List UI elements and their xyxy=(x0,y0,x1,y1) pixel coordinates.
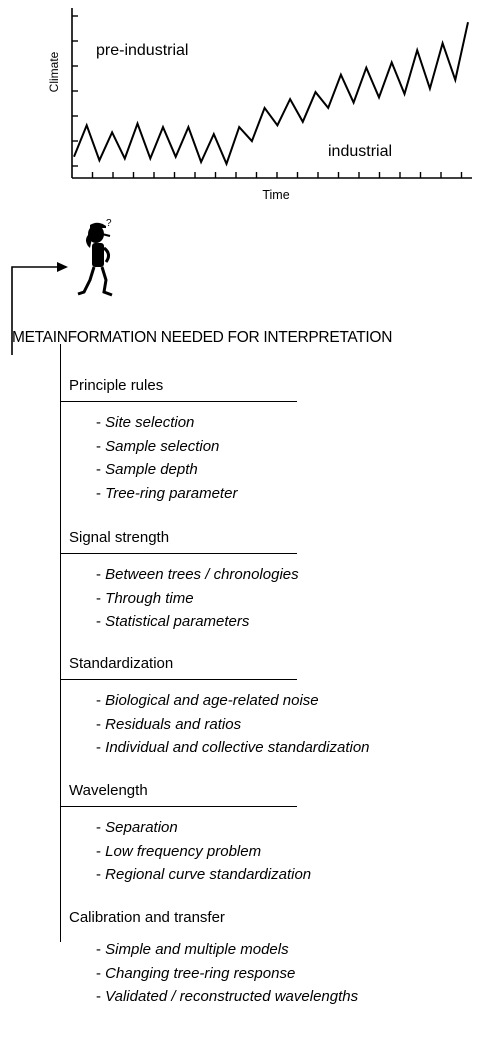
list-item: Residuals and ratios xyxy=(96,713,370,737)
climate-series-line xyxy=(73,21,469,167)
section-standardization: Standardization Biological and age-relat… xyxy=(61,655,481,795)
list-item: Sample selection xyxy=(96,435,237,459)
list-item: Simple and multiple models xyxy=(96,938,358,962)
climate-chart: Climate Time pre-industrial industrial xyxy=(47,8,472,202)
list-item: Low frequency problem xyxy=(96,840,311,864)
section-heading: Wavelength xyxy=(69,782,148,799)
main-title: METAINFORMATION NEEDED FOR INTERPRETATIO… xyxy=(12,329,393,346)
list-item: Between trees / chronologies xyxy=(96,563,298,587)
svg-text:?: ? xyxy=(106,218,112,229)
list-item: Sample depth xyxy=(96,458,237,482)
section-heading: Signal strength xyxy=(69,529,170,546)
list-item: Separation xyxy=(96,816,311,840)
section-heading: Calibration and transfer xyxy=(69,909,225,926)
section-items: Biological and age-related noise Residua… xyxy=(96,689,370,760)
section-rule xyxy=(61,679,297,680)
x-axis-label: Time xyxy=(262,188,289,202)
list-item: Individual and collective standardizatio… xyxy=(96,736,369,760)
section-items: Separation Low frequency problem Regiona… xyxy=(96,816,311,887)
section-wavelength: Wavelength Separation Low frequency prob… xyxy=(61,782,481,922)
list-item: Validated / reconstructed wavelengths xyxy=(96,985,358,1009)
tree-trunk-line xyxy=(60,344,61,942)
thinking-person-icon: ? xyxy=(77,218,113,297)
y-axis-label: Climate xyxy=(47,51,61,92)
y-ticks xyxy=(72,15,78,167)
section-principle-rules: Principle rules Site selection Sample se… xyxy=(61,377,481,517)
section-items: Simple and multiple models Changing tree… xyxy=(96,938,358,1009)
list-item: Changing tree-ring response xyxy=(96,962,358,986)
section-signal-strength: Signal strength Between trees / chronolo… xyxy=(61,529,481,669)
list-item: Tree-ring parameter xyxy=(96,482,237,506)
list-item: Through time xyxy=(96,587,299,611)
section-rule xyxy=(61,806,297,807)
industrial-label: industrial xyxy=(328,143,392,160)
list-item: Biological and age-related noise xyxy=(96,689,370,713)
pre-industrial-label: pre-industrial xyxy=(96,42,188,59)
list-item: Statistical parameters xyxy=(96,610,299,634)
section-heading: Principle rules xyxy=(69,377,164,394)
section-items: Site selection Sample selection Sample d… xyxy=(96,411,237,505)
list-item: Regional curve standardization xyxy=(96,863,311,887)
section-items: Between trees / chronologies Through tim… xyxy=(96,563,299,634)
section-heading: Standardization xyxy=(69,655,174,672)
section-rule xyxy=(61,401,297,402)
list-item: Site selection xyxy=(96,411,237,435)
section-calibration-transfer: Calibration and transfer Simple and mult… xyxy=(61,909,481,1049)
x-ticks xyxy=(91,172,463,178)
section-rule xyxy=(61,553,297,554)
